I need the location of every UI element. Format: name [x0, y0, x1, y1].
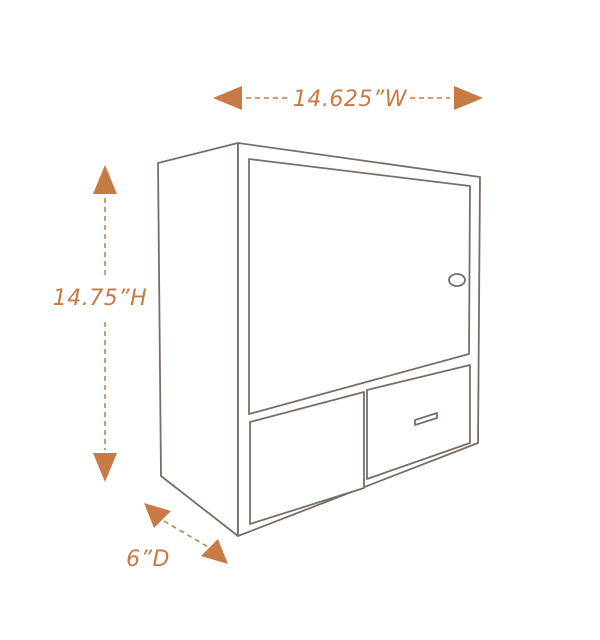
cabinet: [157, 142, 481, 537]
depth-label: 6”D: [126, 547, 170, 572]
width-arrow-right-icon: [454, 86, 483, 110]
depth-dash: [163, 520, 209, 548]
height-arrow-up-icon: [93, 165, 117, 194]
depth-dimension: 6”D: [126, 503, 228, 572]
cabinet-door: [248, 158, 471, 415]
depth-arrow-top-icon: [144, 503, 171, 528]
cabinet-side-panel: [157, 142, 239, 537]
height-dimension: 14.75”H: [53, 165, 147, 482]
width-dimension: 14.625”W: [213, 86, 483, 112]
width-label: 14.625”W: [293, 87, 408, 112]
drawer-handle-icon: [414, 412, 438, 426]
cabinet-lower-left-compartment: [249, 391, 365, 525]
height-arrow-down-icon: [93, 453, 117, 482]
width-arrow-left-icon: [213, 86, 242, 110]
depth-arrow-bottom-icon: [201, 539, 228, 564]
door-knob-icon: [448, 273, 466, 287]
height-label: 14.75”H: [53, 286, 147, 311]
